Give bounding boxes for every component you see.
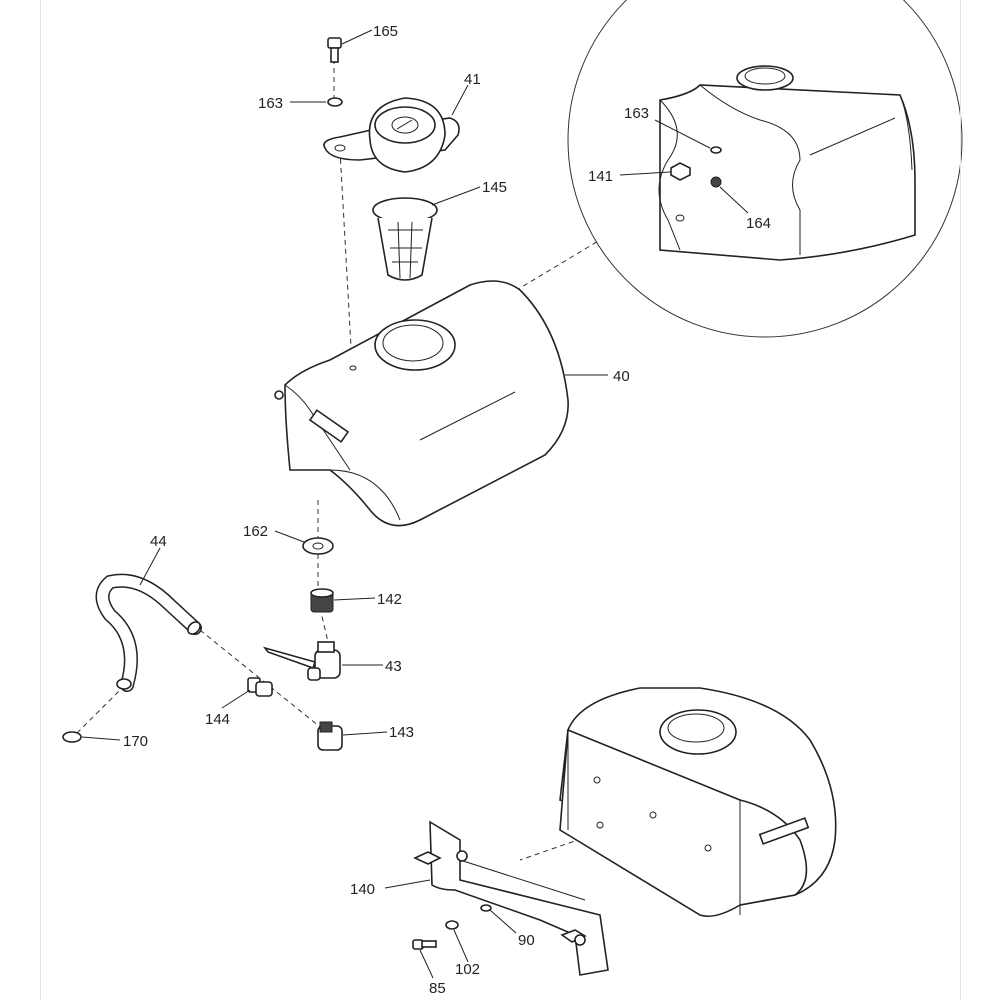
fitting-144 — [247, 677, 273, 697]
leader-162 — [274, 530, 305, 543]
callout-141: 141 — [588, 168, 613, 185]
leader-102 — [453, 929, 469, 963]
leader-142 — [333, 597, 376, 601]
nut-141 — [670, 162, 691, 181]
callout-102: 102 — [455, 961, 480, 978]
callout-140: 140 — [350, 881, 375, 898]
callout-163-detail: 163 — [624, 105, 649, 122]
fitting-142 — [310, 588, 334, 613]
tank-assembled — [559, 687, 837, 918]
leader-143 — [342, 731, 388, 736]
callout-142: 142 — [377, 591, 402, 608]
leader-140 — [384, 879, 431, 889]
frame-left-border — [40, 0, 41, 1000]
detail-view — [567, 0, 963, 338]
leader-141 — [619, 171, 671, 176]
callout-162: 162 — [243, 523, 268, 540]
callout-41: 41 — [464, 71, 481, 88]
washer-163 — [327, 97, 343, 107]
washer-163-detail — [710, 146, 722, 154]
leader-170 — [81, 736, 121, 741]
leader-164 — [719, 186, 749, 214]
washer-90 — [480, 904, 492, 912]
leader-144 — [221, 689, 251, 709]
clamp-170 — [62, 731, 82, 743]
callout-163: 163 — [258, 95, 283, 112]
leader-90 — [489, 909, 517, 934]
callout-44: 44 — [150, 533, 167, 550]
hose-44 — [95, 573, 202, 692]
callout-43: 43 — [385, 658, 402, 675]
callout-40: 40 — [613, 368, 630, 385]
washer-162 — [302, 537, 334, 555]
valve-43 — [262, 641, 341, 681]
callout-144: 144 — [205, 711, 230, 728]
callout-170: 170 — [123, 733, 148, 750]
assembly-line-clamp — [74, 684, 126, 736]
tank-cap-41 — [323, 97, 460, 173]
tank-40 — [274, 280, 569, 527]
leader-163b — [654, 119, 711, 149]
leader-44 — [139, 547, 161, 586]
nut-164 — [710, 176, 722, 188]
callout-85: 85 — [429, 980, 446, 997]
elbow-143 — [317, 721, 343, 751]
callout-145: 145 — [482, 179, 507, 196]
leader-85 — [419, 949, 434, 979]
frame-right-border — [960, 0, 961, 1000]
leader-165 — [341, 29, 373, 45]
bolt-165 — [327, 37, 342, 63]
callout-90: 90 — [518, 932, 535, 949]
callout-164: 164 — [746, 215, 771, 232]
callout-165: 165 — [373, 23, 398, 40]
bolt-85 — [412, 939, 437, 950]
callout-143: 143 — [389, 724, 414, 741]
strainer-145 — [372, 197, 438, 281]
assembly-line-drain — [317, 500, 331, 651]
leader-41 — [451, 84, 469, 116]
assembly-line-cap — [333, 50, 353, 366]
leader-145 — [431, 186, 481, 206]
washer-102 — [445, 920, 459, 930]
bracket-140 — [413, 820, 609, 976]
